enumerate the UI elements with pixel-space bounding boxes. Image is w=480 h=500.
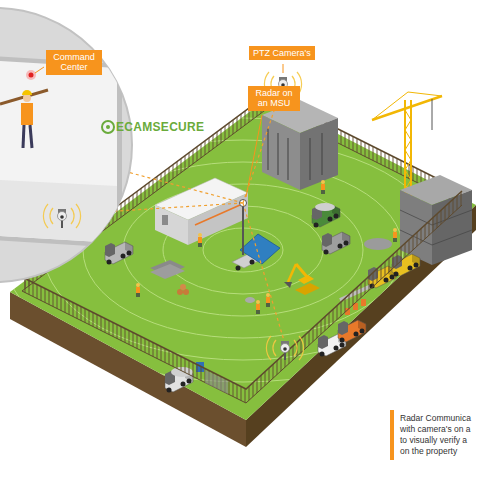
command-center-inset-part-part	[0, 90, 48, 104]
crane-part	[372, 92, 408, 120]
grey-building-part	[267, 128, 269, 170]
crane-part	[432, 99, 433, 130]
grey-building-part	[277, 133, 279, 175]
leader-lines-part	[246, 115, 262, 197]
command-center-inset-part-part	[0, 56, 122, 248]
materials-part	[177, 289, 183, 295]
workers-part	[321, 180, 325, 194]
workers-part	[136, 283, 140, 297]
leader-lines-part	[35, 67, 44, 73]
ptz-cameras-part	[266, 336, 303, 360]
grey-building-part	[262, 115, 300, 190]
mobile-surveillance-unit-part	[250, 260, 255, 265]
command-center-inset-part-part	[22, 90, 32, 95]
front-fence-part	[205, 370, 228, 394]
command-center-inset-part-part	[21, 103, 33, 125]
note-box: Radar Communica with camera's on a to vi…	[390, 410, 480, 460]
materials-part	[245, 297, 255, 303]
ptz-cameras	[43, 72, 303, 360]
excavator-part	[284, 282, 292, 288]
radar-links-part	[120, 170, 243, 203]
radar-links-part	[243, 203, 285, 344]
mobile-surveillance-unit-part	[242, 205, 244, 255]
node-text: Radar Communica with camera's on a to vi…	[400, 413, 478, 457]
excavator-part	[295, 283, 320, 295]
site-trailer-part	[188, 193, 248, 245]
workers-part	[393, 228, 397, 242]
node-text: Radar on an MSU	[252, 88, 296, 109]
materials-part	[364, 238, 392, 250]
command-center-inset-part	[0, 8, 132, 282]
grey-building	[262, 100, 338, 190]
logo-icon-part	[106, 125, 110, 129]
excavator-part	[296, 264, 308, 278]
command-center-inset-part	[26, 70, 36, 80]
excavator-part	[288, 264, 296, 282]
front-fence-part	[246, 191, 462, 403]
materials-part	[361, 299, 366, 306]
excavator	[284, 264, 320, 295]
brand-logo: ECAMSECURE	[116, 120, 204, 134]
logo-icon	[102, 121, 114, 133]
materials-part	[183, 289, 189, 295]
callout-tag: Radar on an MSU	[248, 86, 300, 111]
radar-rings-part	[83, 162, 403, 338]
mobile-surveillance-unit	[232, 200, 280, 271]
logo-icon-part	[102, 121, 114, 133]
command-center-inset-part-part	[30, 125, 32, 148]
grey-building-part	[300, 118, 338, 190]
vehicles-part	[322, 232, 350, 255]
command-center-inset-part-part	[0, 180, 117, 243]
site-trailer-part	[195, 205, 240, 225]
command-center-inset-part-part	[23, 125, 24, 148]
ptz-cameras-part	[43, 204, 80, 228]
node-text: Command Center	[50, 52, 98, 73]
crane-part	[408, 92, 442, 96]
leader-lines	[35, 64, 283, 197]
grey-building-part	[321, 133, 323, 175]
callout-tag: PTZ Camera's	[249, 46, 315, 60]
site-trailer-part	[155, 205, 188, 245]
unfinished-building-part	[432, 230, 472, 245]
command-center-inset-part-part	[23, 94, 31, 102]
radar-links-part	[243, 84, 283, 203]
workers-part	[256, 300, 260, 314]
workers-part	[198, 233, 202, 247]
command-center-inset	[0, 8, 132, 282]
front-fence-part	[22, 277, 246, 403]
grey-building-part	[287, 138, 289, 180]
leader-lines-part	[283, 64, 284, 73]
site-trailer-part	[162, 215, 168, 225]
mobile-surveillance-unit-part	[240, 234, 280, 264]
vehicles	[105, 203, 420, 393]
materials-part	[150, 264, 185, 279]
node-text: PTZ Camera's	[253, 48, 311, 58]
vehicles-part	[105, 242, 133, 265]
vehicles-part	[315, 203, 335, 211]
materials-part	[180, 284, 186, 290]
callout-tag: Command Center	[46, 50, 102, 75]
ptz-cameras-part	[264, 72, 301, 96]
mobile-surveillance-unit-part	[236, 266, 241, 271]
command-center-inset-part-part	[0, 61, 117, 243]
grey-building-part	[309, 138, 311, 180]
vehicles-part	[338, 320, 366, 343]
workers-part	[266, 293, 270, 307]
command-center-inset-part	[0, 56, 122, 248]
command-center-inset-part	[29, 73, 34, 78]
